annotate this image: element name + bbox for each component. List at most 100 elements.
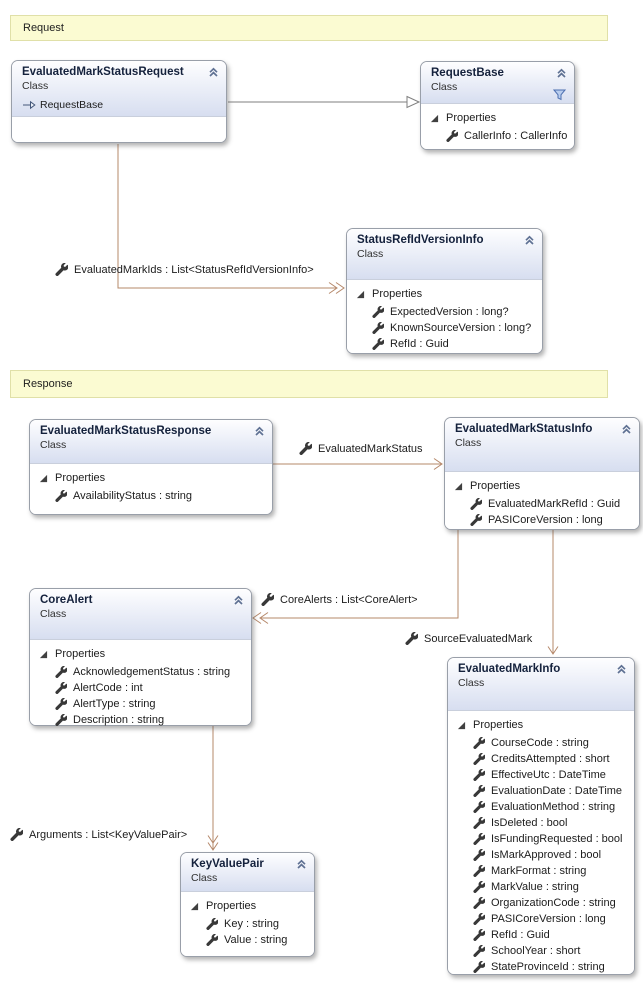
triangle-expander-icon[interactable] xyxy=(39,474,48,483)
class-stereotype: Class xyxy=(191,872,218,884)
connector-core-alerts[interactable] xyxy=(252,530,459,624)
property-row[interactable]: IsDeleted : bool xyxy=(448,815,634,831)
class-box-evaluated-mark-status-request[interactable]: EvaluatedMarkStatusRequest Class Request… xyxy=(11,60,227,143)
chevron-double-up-icon[interactable] xyxy=(295,858,308,870)
property-row[interactable]: PASICoreVersion : long xyxy=(445,512,639,528)
class-box-status-ref-id-version-info[interactable]: StatusRefIdVersionInfo Class Properties … xyxy=(346,228,543,354)
chevron-double-up-icon[interactable] xyxy=(523,234,536,246)
connector-label-evaluated-mark-status[interactable]: EvaluatedMarkStatus xyxy=(299,442,423,455)
connector-evaluated-mark-ids[interactable] xyxy=(117,144,345,294)
properties-section-header[interactable]: Properties xyxy=(181,896,314,916)
property-label: Value : string xyxy=(224,934,288,946)
comment-banner-response[interactable]: Response xyxy=(10,370,608,398)
section-label: Properties xyxy=(372,288,423,300)
property-wrench-icon xyxy=(261,593,274,606)
triangle-expander-icon[interactable] xyxy=(39,650,48,659)
class-box-evaluated-mark-status-info[interactable]: EvaluatedMarkStatusInfo Class Properties… xyxy=(444,417,640,530)
property-wrench-icon xyxy=(206,918,218,930)
property-row[interactable]: MarkValue : string xyxy=(448,879,634,895)
comment-banner-request[interactable]: Request xyxy=(10,15,608,41)
class-box-evaluated-mark-info[interactable]: EvaluatedMarkInfo Class Properties Cours… xyxy=(447,657,635,975)
filter-funnel-icon[interactable] xyxy=(553,89,566,101)
class-title: RequestBase xyxy=(431,67,504,79)
property-row[interactable]: AvailabilityStatus : string xyxy=(30,488,272,504)
chevron-double-up-icon[interactable] xyxy=(620,423,633,435)
triangle-expander-icon[interactable] xyxy=(190,902,199,911)
property-row[interactable]: IsMarkApproved : bool xyxy=(448,847,634,863)
property-label: EvaluatedMarkRefId : Guid xyxy=(488,498,621,510)
property-row[interactable]: ExpectedVersion : long? xyxy=(347,304,542,320)
property-row[interactable]: SchoolYear : short xyxy=(448,943,634,959)
property-row[interactable]: EvaluationMethod : string xyxy=(448,799,634,815)
property-row[interactable]: StateProvinceId : string xyxy=(448,959,634,975)
property-label: MarkFormat : string xyxy=(491,865,587,877)
properties-section-header[interactable]: Properties xyxy=(30,468,272,488)
connector-source-evaluated-mark[interactable] xyxy=(547,530,559,655)
property-row[interactable]: CourseCode : string xyxy=(448,735,634,751)
property-row[interactable]: MarkFormat : string xyxy=(448,863,634,879)
property-row[interactable]: RefId : Guid xyxy=(347,336,542,352)
property-label: EvaluationDate : DateTime xyxy=(491,785,623,797)
class-title: EvaluatedMarkStatusResponse xyxy=(40,425,212,437)
property-row[interactable]: PASICoreVersion : long xyxy=(448,911,634,927)
class-title: KeyValuePair xyxy=(191,858,264,870)
connector-inheritance-requestbase[interactable] xyxy=(228,95,421,109)
property-wrench-icon xyxy=(473,801,485,813)
property-wrench-icon xyxy=(473,785,485,797)
properties-section-header[interactable]: Properties xyxy=(30,644,251,664)
property-row[interactable]: AlertCode : int xyxy=(30,680,251,696)
triangle-expander-icon[interactable] xyxy=(454,482,463,491)
property-wrench-icon xyxy=(55,490,67,502)
triangle-expander-icon[interactable] xyxy=(457,721,466,730)
property-row[interactable]: RefId : Guid xyxy=(448,927,634,943)
property-row[interactable]: EvaluatedMarkRefId : Guid xyxy=(445,496,639,512)
property-row[interactable]: EvaluationDate : DateTime xyxy=(448,783,634,799)
chevron-double-up-icon[interactable] xyxy=(253,425,266,437)
property-label: EvaluationMethod : string xyxy=(491,801,616,813)
chevron-double-up-icon[interactable] xyxy=(555,67,568,79)
connector-label-evaluated-mark-ids[interactable]: EvaluatedMarkIds : List<StatusRefIdVersi… xyxy=(55,263,314,276)
connector-arguments[interactable] xyxy=(207,726,219,851)
properties-section-header[interactable]: Properties xyxy=(421,108,574,128)
property-row[interactable]: OrganizationCode : string xyxy=(448,895,634,911)
property-row[interactable]: IsFundingRequested : bool xyxy=(448,831,634,847)
property-label: ExpectedVersion : long? xyxy=(390,306,509,318)
inherits-row[interactable]: RequestBase xyxy=(22,99,220,111)
triangle-expander-icon[interactable] xyxy=(430,114,439,123)
property-row[interactable]: Value : string xyxy=(181,932,314,948)
class-stereotype: Class xyxy=(455,437,482,449)
properties-section-header[interactable]: Properties xyxy=(448,715,634,735)
property-row[interactable]: Key : string xyxy=(181,916,314,932)
property-wrench-icon xyxy=(55,698,67,710)
chevron-double-up-icon[interactable] xyxy=(207,66,220,78)
connector-label-text: CoreAlerts : List<CoreAlert> xyxy=(280,593,418,606)
connector-evaluated-mark-status[interactable] xyxy=(273,458,443,470)
property-row[interactable]: AcknowledgementStatus : string xyxy=(30,664,251,680)
triangle-expander-icon[interactable] xyxy=(356,290,365,299)
property-label: PASICoreVersion : long xyxy=(488,514,603,526)
property-row[interactable]: EffectiveUtc : DateTime xyxy=(448,767,634,783)
properties-section-header[interactable]: Properties xyxy=(445,476,639,496)
property-row[interactable]: Description : string xyxy=(30,712,251,728)
class-box-core-alert[interactable]: CoreAlert Class Properties Acknowledgeme… xyxy=(29,588,252,726)
connector-label-source-evaluated-mark[interactable]: SourceEvaluatedMark xyxy=(405,632,532,645)
class-box-evaluated-mark-status-response[interactable]: EvaluatedMarkStatusResponse Class Proper… xyxy=(29,419,273,515)
property-row[interactable]: KnownSourceVersion : long? xyxy=(347,320,542,336)
section-label: Properties xyxy=(473,719,524,731)
chevron-double-up-icon[interactable] xyxy=(615,663,628,675)
class-box-request-base[interactable]: RequestBase Class Properties CallerInfo … xyxy=(420,61,575,150)
comment-text: Response xyxy=(23,378,73,390)
properties-section-header[interactable]: Properties xyxy=(347,284,542,304)
class-box-key-value-pair[interactable]: KeyValuePair Class Properties Key : stri… xyxy=(180,852,315,957)
chevron-double-up-icon[interactable] xyxy=(232,594,245,606)
property-row[interactable]: CreditsAttempted : short xyxy=(448,751,634,767)
property-row[interactable]: CallerInfo : CallerInfo xyxy=(421,128,574,144)
connector-label-core-alerts[interactable]: CoreAlerts : List<CoreAlert> xyxy=(261,593,418,606)
property-row[interactable]: AlertType : string xyxy=(30,696,251,712)
class-title: EvaluatedMarkStatusRequest xyxy=(22,66,184,78)
class-stereotype: Class xyxy=(40,608,67,620)
connector-label-arguments[interactable]: Arguments : List<KeyValuePair> xyxy=(10,828,187,841)
property-wrench-icon xyxy=(55,666,67,678)
property-label: RefId : Guid xyxy=(390,338,449,350)
